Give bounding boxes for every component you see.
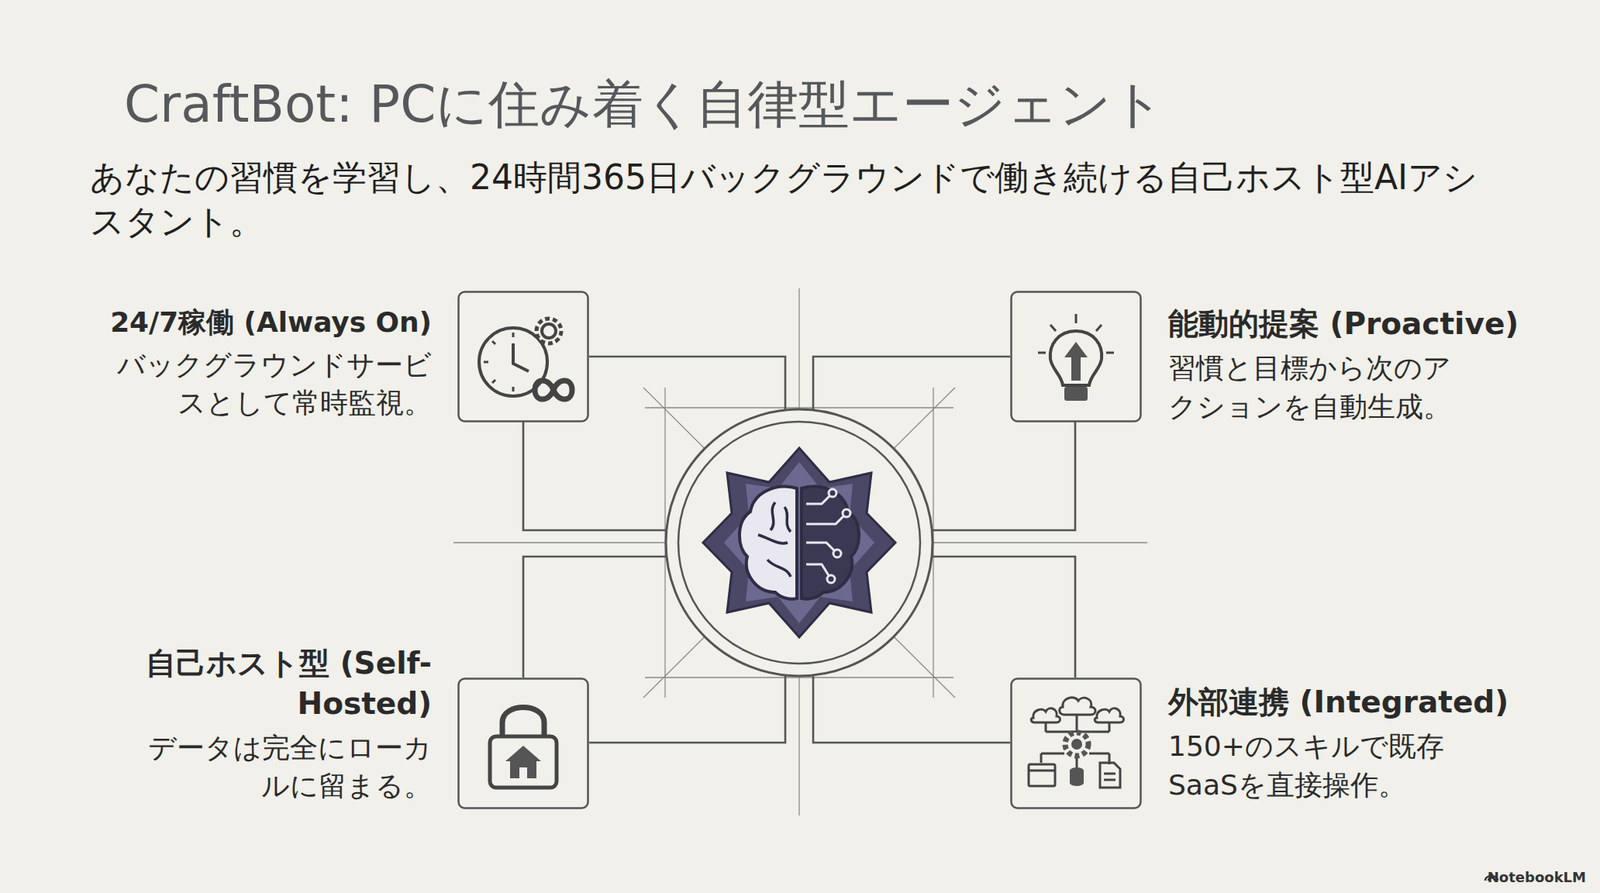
feature-icon (1010, 677, 1142, 810)
feature-node: 外部連携 (Integrated)150+のスキルで既存SaaSを直接操作。 (1010, 677, 1142, 810)
subtitle: あなたの習慣を学習し、24時間365日バックグラウンドで働き続ける自己ホスト型A… (89, 155, 1509, 244)
feature-description: 習慣と目標から次のアクションを自動生成。 (1168, 348, 1456, 426)
feature-node: 24/7稼働 (Always On)バックグラウンドサービスとして常時監視。 (457, 290, 590, 423)
feature-icon (457, 290, 590, 423)
feature-description: バックグラウンドサービスとして常時監視。 (90, 345, 432, 423)
feature-node: 自己ホスト型 (Self-Hosted)データは完全にローカルに留まる。 (457, 677, 590, 810)
feature-heading: 外部連携 (Integrated) (1168, 682, 1587, 723)
feature-text: 外部連携 (Integrated)150+のスキルで既存SaaSを直接操作。 (1168, 682, 1587, 804)
feature-heading: 自己ホスト型 (Self-Hosted) (90, 643, 432, 725)
feature-text: 自己ホスト型 (Self-Hosted)データは完全にローカルに留まる。 (90, 643, 432, 806)
feature-text: 能動的提案 (Proactive)習慣と目標から次のアクションを自動生成。 (1168, 303, 1587, 426)
feature-description: 150+のスキルで既存SaaSを直接操作。 (1168, 727, 1456, 804)
feature-description: データは完全にローカルに留まる。 (137, 728, 432, 806)
feature-icon (1010, 290, 1142, 423)
feature-node: 能動的提案 (Proactive)習慣と目標から次のアクションを自動生成。 (1010, 290, 1142, 423)
feature-heading: 24/7稼働 (Always On) (0, 303, 432, 342)
watermark: NotebookLM (1487, 868, 1587, 886)
feature-icon (457, 677, 590, 810)
feature-text: 24/7稼働 (Always On)バックグラウンドサービスとして常時監視。 (0, 303, 432, 423)
feature-heading: 能動的提案 (Proactive) (1168, 303, 1587, 345)
title: CraftBot: PCに住み着く自律型エージェント (124, 69, 1165, 140)
